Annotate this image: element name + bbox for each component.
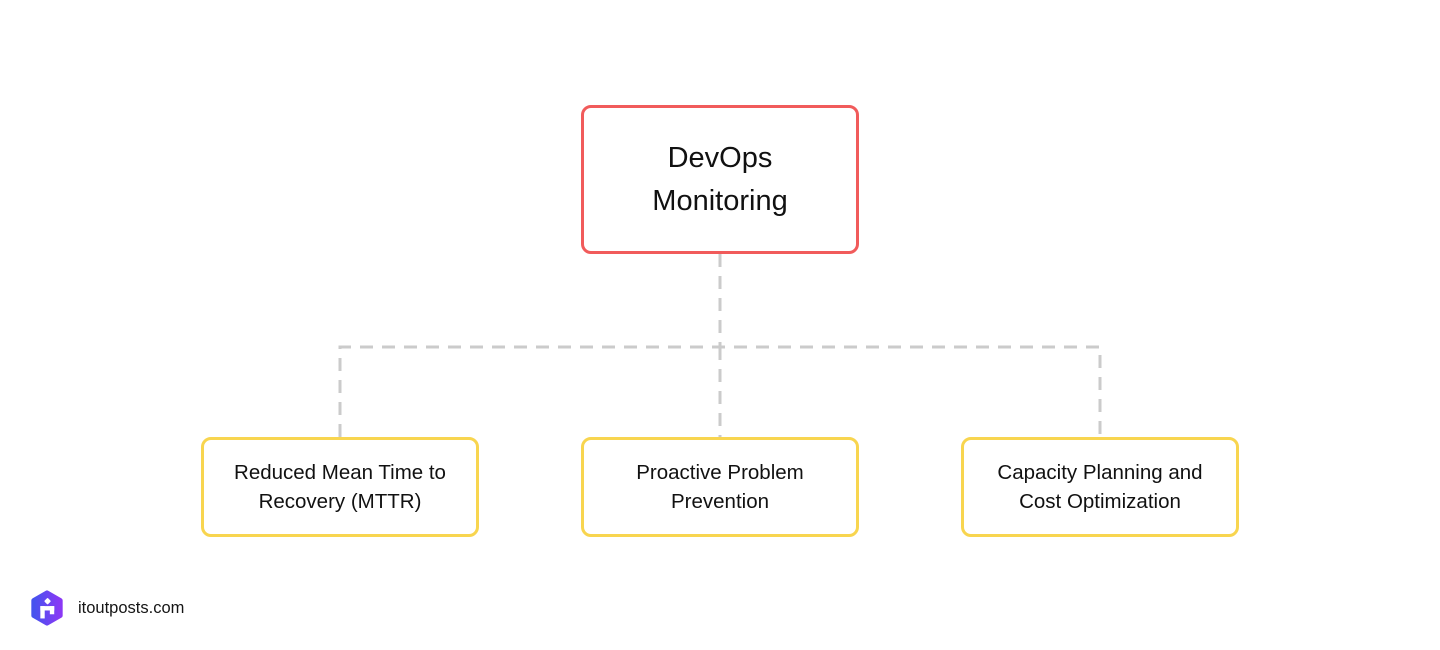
node-proactive-problem-prevention: Proactive Problem Prevention bbox=[581, 437, 859, 537]
node-label: Proactive Problem Prevention bbox=[636, 461, 804, 513]
node-label: DevOps Monitoring bbox=[652, 141, 788, 217]
footer-watermark: itoutposts.com bbox=[28, 588, 184, 628]
node-label: Reduced Mean Time to Recovery (MTTR) bbox=[234, 461, 446, 513]
node-capacity-planning: Capacity Planning and Cost Optimization bbox=[961, 437, 1239, 537]
connector-horizontal-branch bbox=[338, 345, 1102, 437]
node-reduced-mttr: Reduced Mean Time to Recovery (MTTR) bbox=[201, 437, 479, 537]
node-label: Capacity Planning and Cost Optimization bbox=[997, 461, 1203, 513]
footer-site-url: itoutposts.com bbox=[78, 598, 185, 617]
node-devops-monitoring: DevOps Monitoring bbox=[581, 105, 859, 254]
itoutposts-logo-icon bbox=[31, 590, 63, 626]
